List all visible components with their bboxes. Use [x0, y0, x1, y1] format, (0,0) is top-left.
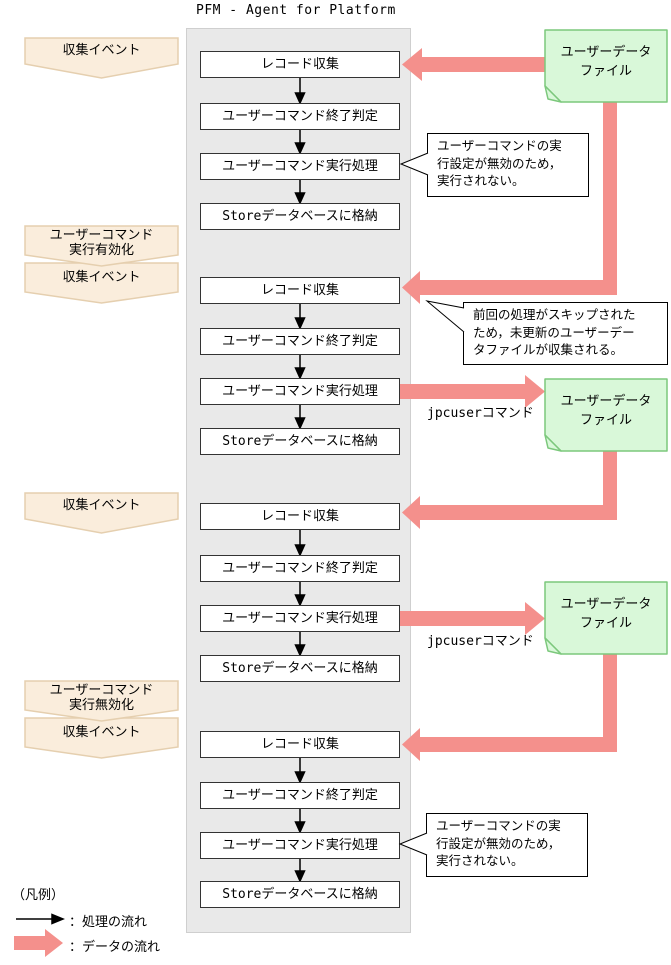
- banner-label-collect-event-3: 収集イベント: [62, 498, 141, 513]
- data-arrow-1-shaft: [422, 57, 545, 72]
- banner-label-collect-event-1: 収集イベント: [62, 43, 141, 58]
- banner-label-enable-usercmd: ユーザーコマンド 実行有効化: [49, 228, 154, 258]
- data-arrow-2-shaft: [420, 280, 617, 295]
- diagram-title: PFM - Agent for Platform: [196, 3, 396, 18]
- box-store-db-3: Storeデータベースに格納: [200, 655, 400, 682]
- note-label-user-data-file-3: ユーザーデータ ファイル: [560, 597, 652, 631]
- jpcuser-command-label-2: jpcuserコマンド: [427, 634, 534, 649]
- legend-process-flow-label: ：処理の流れ: [69, 915, 148, 930]
- banner-label-collect-event-2: 収集イベント: [62, 270, 141, 285]
- box-usercmd-exec-4: ユーザーコマンド実行処理: [200, 832, 400, 859]
- data-arrow-6-vertical: [603, 654, 617, 752]
- box-record-collection-4: レコード収集: [200, 731, 400, 758]
- data-arrow-2-vertical: [603, 100, 617, 295]
- box-usercmd-exec-3: ユーザーコマンド実行処理: [200, 605, 400, 632]
- banner-label-disable-usercmd: ユーザーコマンド 実行無効化: [49, 683, 154, 713]
- box-store-db-2: Storeデータベースに格納: [200, 428, 400, 455]
- callout-pointer-2: [425, 300, 465, 333]
- legend-process-arrow-head: [51, 913, 65, 925]
- data-arrow-4-shaft: [420, 505, 617, 520]
- data-arrow-4-vertical: [603, 451, 617, 520]
- data-arrow-6-shaft: [420, 737, 617, 752]
- note-label-user-data-file-2: ユーザーデータ ファイル: [560, 394, 652, 428]
- box-usercmd-end-judge-1: ユーザーコマンド終了判定: [200, 103, 400, 130]
- box-store-db-4: Storeデータベースに格納: [200, 881, 400, 908]
- box-usercmd-end-judge-2: ユーザーコマンド終了判定: [200, 328, 400, 355]
- note-shape-3-fold: [544, 637, 562, 655]
- banner-label-collect-event-4: 収集イベント: [62, 725, 141, 740]
- box-usercmd-exec-1: ユーザーコマンド実行処理: [200, 153, 400, 180]
- data-arrow-5-shaft: [400, 611, 525, 626]
- callout-pointer-1: [399, 152, 429, 176]
- legend-data-arrow-head: [45, 929, 63, 957]
- box-record-collection-3: レコード収集: [200, 503, 400, 530]
- legend-data-arrow-shaft: [14, 936, 45, 950]
- data-arrow-3-shaft: [400, 384, 525, 399]
- box-usercmd-end-judge-4: ユーザーコマンド終了判定: [200, 782, 400, 809]
- callout-usercmd-disabled-2: ユーザーコマンドの実 行設定が無効のため， 実行されない。: [426, 813, 588, 877]
- callout-usercmd-disabled-1: ユーザーコマンドの実 行設定が無効のため， 実行されない。: [427, 133, 589, 197]
- event-banner-shapes: [24, 37, 179, 759]
- callout-pointer-3: [398, 832, 428, 856]
- box-usercmd-exec-2: ユーザーコマンド実行処理: [200, 378, 400, 405]
- jpcuser-command-label-1: jpcuserコマンド: [427, 406, 534, 421]
- note-shape-1-fold: [544, 85, 562, 103]
- box-record-collection-2: レコード収集: [200, 277, 400, 304]
- box-usercmd-end-judge-3: ユーザーコマンド終了判定: [200, 555, 400, 582]
- note-label-user-data-file-1: ユーザーデータ ファイル: [560, 45, 652, 79]
- legend-data-flow-label: ：データの流れ: [69, 940, 161, 955]
- callout-skipped-previous: 前回の処理がスキップされた ため，未更新のユーザーデー タファイルが収集される。: [463, 302, 668, 365]
- legend-heading: （凡例）: [12, 888, 65, 903]
- note-shape-2-fold: [544, 434, 562, 452]
- box-store-db-1: Storeデータベースに格納: [200, 203, 400, 230]
- box-record-collection-1: レコード収集: [200, 51, 400, 78]
